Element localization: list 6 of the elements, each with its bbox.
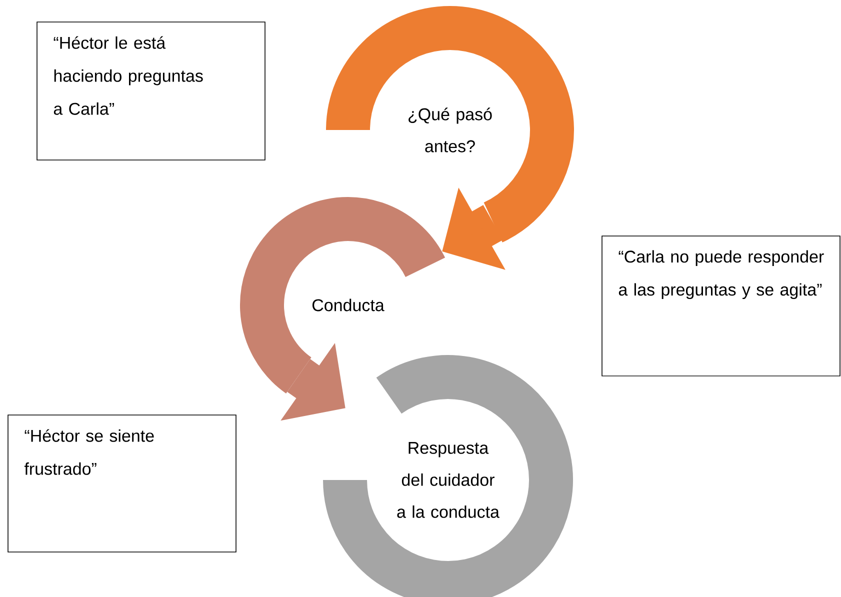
ring: ¿Qué pasó antes? xyxy=(326,6,574,242)
ring: Respuesta del cuidador a la conducta xyxy=(323,355,573,597)
quote-box: “Héctor le está haciendo preguntas a Carla” xyxy=(36,22,266,160)
quote-box: “Carla no puede responder a las preguntas y se agita” xyxy=(602,236,840,376)
quote-box: “Héctor se siente frustrado” xyxy=(8,414,236,552)
ring: Conducta xyxy=(240,197,444,394)
